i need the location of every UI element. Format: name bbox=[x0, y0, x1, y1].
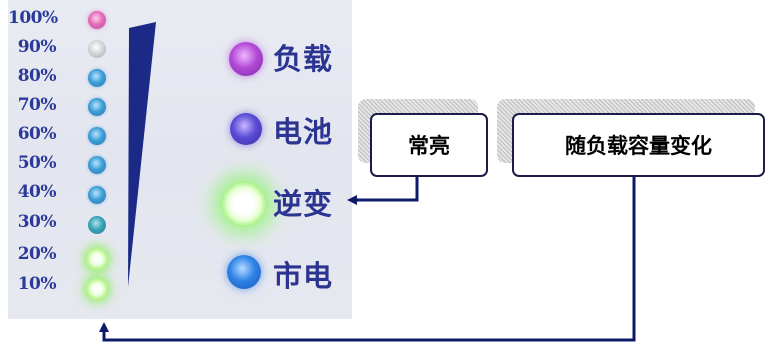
level-led-20 bbox=[86, 248, 108, 270]
level-wedge-graphic bbox=[128, 22, 156, 287]
callout-varies-with-load: 随负载容量变化 bbox=[512, 113, 765, 177]
arrow-steady-to-inverter bbox=[347, 177, 419, 205]
callout-steady-on: 常亮 bbox=[370, 113, 488, 177]
indicator-panel-photo: 100% 90% 80% 70% 60% 50% 40% 30% 20% 10%… bbox=[8, 0, 352, 319]
percent-label-70: 70% bbox=[17, 95, 57, 115]
battery-label: 电池 bbox=[273, 115, 334, 149]
mains-label: 市电 bbox=[273, 259, 334, 293]
load-label: 负载 bbox=[273, 42, 334, 76]
mains-led bbox=[227, 255, 261, 289]
arrow-load-to-level-leds bbox=[99, 177, 636, 342]
percent-label-40: 40% bbox=[17, 182, 57, 202]
level-led-90 bbox=[88, 40, 106, 58]
percent-label-60: 60% bbox=[17, 124, 57, 144]
level-led-70 bbox=[88, 98, 106, 116]
inverter-label: 逆变 bbox=[273, 187, 334, 221]
level-led-100 bbox=[88, 11, 106, 29]
inverter-led bbox=[221, 181, 267, 227]
percent-label-80: 80% bbox=[17, 66, 57, 86]
battery-led bbox=[230, 113, 262, 145]
level-led-60 bbox=[88, 127, 106, 145]
load-led bbox=[229, 42, 263, 76]
level-led-50 bbox=[88, 156, 106, 174]
level-led-80 bbox=[88, 69, 106, 87]
percent-label-20: 20% bbox=[17, 244, 57, 264]
percent-label-30: 30% bbox=[17, 212, 57, 232]
level-led-40 bbox=[88, 186, 106, 204]
percent-label-100: 100% bbox=[8, 8, 58, 28]
percent-label-50: 50% bbox=[17, 153, 57, 173]
callout-varies-with-load-text: 随负载容量变化 bbox=[565, 134, 712, 158]
percent-label-10: 10% bbox=[17, 274, 57, 294]
level-led-10 bbox=[86, 278, 108, 300]
percent-label-90: 90% bbox=[17, 37, 57, 57]
callout-steady-on-text: 常亮 bbox=[408, 134, 450, 158]
level-led-30 bbox=[88, 216, 106, 234]
